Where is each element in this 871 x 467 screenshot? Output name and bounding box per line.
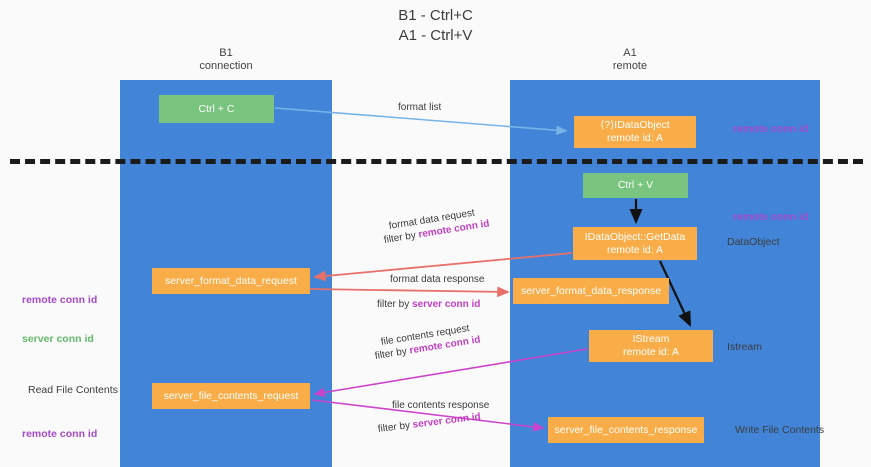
phase-divider xyxy=(10,159,863,164)
edge-label-format-data-response-filter: filter by server conn id xyxy=(377,298,480,311)
note-right-istream: Istream xyxy=(727,341,763,353)
edge-format-data-response xyxy=(309,286,510,298)
note-left-conn-ids-2: remote conn id server conn id xyxy=(22,402,97,467)
note-left-remote-conn-id-2: remote conn id xyxy=(22,428,98,440)
node-ctrl-c[interactable]: Ctrl + C xyxy=(159,95,274,123)
edge-label-file-contents-response: file contents response xyxy=(392,400,490,411)
filter-key-server-conn-id: server conn id xyxy=(412,299,481,310)
filter-key-server-conn-id: server conn id xyxy=(412,411,482,431)
note-right-remote-conn-id-1: remote conn id xyxy=(733,123,809,135)
node-server-file-contents-request[interactable]: server_file_contents_request xyxy=(152,383,310,409)
note-right-dataobject: DataObject xyxy=(727,236,780,248)
node-idataobject[interactable]: ⟨?⟩IDataObject remote id: A xyxy=(574,116,696,148)
node-server-format-data-request[interactable]: server_format_data_request xyxy=(152,268,310,294)
filter-prefix: filter by xyxy=(383,229,420,246)
lane-title-b1: B1 connection xyxy=(199,47,253,72)
note-right-remote-conn-id-2: remote conn id xyxy=(733,211,809,223)
filter-prefix: filter by xyxy=(377,299,413,310)
node-server-file-contents-response[interactable]: server_file_contents_response xyxy=(548,417,704,443)
node-istream[interactable]: IStream remote id: A xyxy=(589,330,713,362)
edge-label-format-data-response: format data response xyxy=(390,274,485,285)
node-ctrl-v[interactable]: Ctrl + V xyxy=(583,173,688,198)
node-idataobject-getdata[interactable]: IDataObject::GetData remote id: A xyxy=(573,227,697,260)
note-left-conn-ids: remote conn id server conn id xyxy=(22,268,97,372)
edge-label-file-contents-response-filter: filter by server conn id xyxy=(377,410,481,436)
note-right-write-file-contents: Write File Contents xyxy=(735,424,825,436)
edge-label-format-list: format list xyxy=(398,102,442,113)
page-title: B1 - Ctrl+C A1 - Ctrl+V xyxy=(398,7,473,44)
node-server-format-data-response[interactable]: server_format_data_response xyxy=(513,278,669,304)
filter-prefix: filter by xyxy=(377,419,414,435)
note-left-server-conn-id: server conn id xyxy=(22,333,94,345)
note-left-read-file-contents: Read File Contents xyxy=(28,384,118,396)
note-left-remote-conn-id: remote conn id xyxy=(22,294,98,306)
filter-prefix: filter by xyxy=(374,345,411,362)
lane-title-a1: A1 remote xyxy=(612,47,648,72)
